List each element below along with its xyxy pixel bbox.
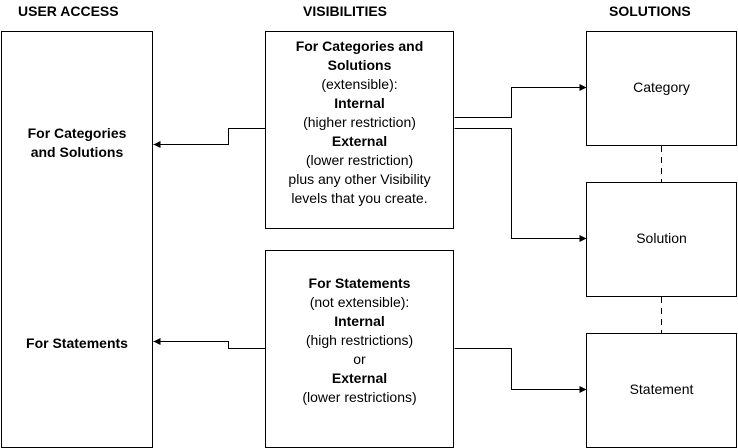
category-label: Category [633,79,690,95]
visibility-categories-text: For Categories and Solutions (extensible… [266,37,453,208]
arrow-to-user-access-categories [153,128,266,148]
visibility-categories-title: For Categories and [295,38,424,54]
solution-box [586,182,737,297]
solutions-header: SOLUTIONS [609,3,691,19]
visibility-categories-note: (extensible): [321,76,398,92]
solution-label: Solution [636,230,687,246]
visibility-external-desc: (lower restriction) [305,152,414,168]
user-access-statements-label: For Statements [26,335,128,351]
user-access-categories-label: For Categories and Solutions [27,125,127,160]
statements-internal-desc: (high restrictions) [305,332,414,348]
visibility-extra-note: plus any other Visibility [288,171,431,187]
user-access-box [1,31,153,448]
user-access-header: USER ACCESS [18,3,119,19]
visibility-internal-desc: (higher restriction) [303,114,416,130]
visibility-statements-text: For Statements (not extensible): Interna… [266,274,453,407]
visibility-external-label: External [331,133,388,149]
statements-external-desc: (lower restrictions) [302,389,417,405]
statements-or-text: or [353,351,366,367]
visibility-statements-title: For Statements [308,275,411,291]
statement-label: Statement [629,381,694,397]
arrow-to-statement [454,348,587,393]
category-box [586,31,737,146]
statements-internal-label: Internal [334,313,385,329]
arrow-to-solution [454,128,587,242]
arrow-to-category [454,84,587,118]
visibility-internal-label: Internal [334,95,385,111]
visibility-categories-box [265,31,454,229]
statement-box [586,333,737,448]
statements-external-label: External [331,370,388,386]
visibility-statements-note: (not extensible): [309,294,410,310]
visibilities-header: VISIBILITIES [303,3,388,19]
arrow-to-user-access-statements [153,338,266,349]
